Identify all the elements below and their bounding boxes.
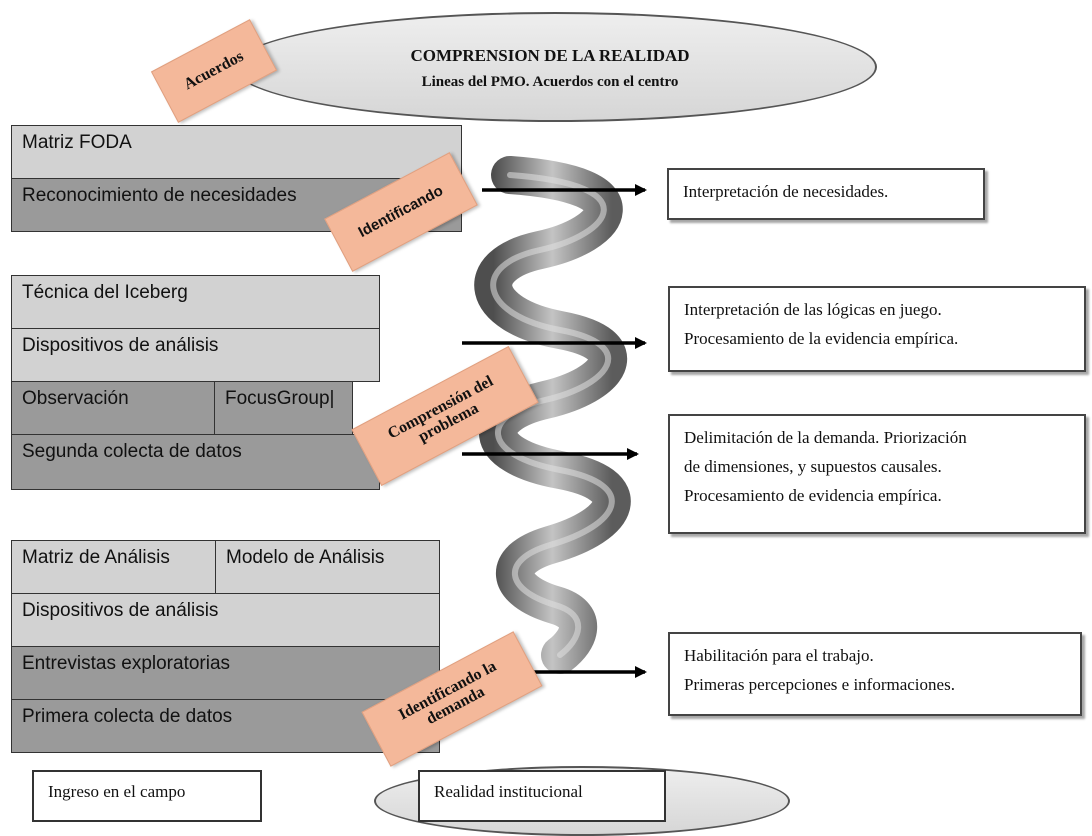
output-box-1: Interpretación de necesidades. — [667, 168, 985, 220]
box-ingreso-campo: Ingreso en el campo — [32, 770, 262, 822]
top-ellipse-title: COMPRENSION DE LA REALIDAD — [410, 46, 690, 65]
cell-matriz-foda: Matriz FODA — [11, 125, 462, 179]
top-ellipse — [233, 12, 877, 122]
output-2-line-1: Interpretación de las lógicas en juego. — [684, 300, 942, 319]
output-4-line-1: Habilitación para el trabajo. — [684, 646, 874, 665]
top-ellipse-subtitle: Lineas del PMO. Acuerdos con el centro — [421, 74, 679, 90]
cell-dispositivos-analisis-2: Dispositivos de análisis — [11, 328, 380, 382]
output-2-line-2: Procesamiento de la evidencia empírica. — [684, 328, 959, 348]
cell-primera-colecta: Primera colecta de datos — [11, 699, 440, 753]
cell-observacion: Observación — [11, 381, 215, 435]
output-3-line-1: Delimitación de la demanda. Priorización — [684, 428, 967, 447]
output-box-4: Habilitación para el trabajo. Primeras p… — [668, 632, 1082, 716]
cell-dispositivos-analisis-3: Dispositivos de análisis — [11, 593, 440, 647]
output-box-3: Delimitación de la demanda. Priorización… — [668, 414, 1086, 534]
cell-modelo-analisis: Modelo de Análisis — [215, 540, 440, 594]
cell-focus-group: FocusGroup| — [214, 381, 353, 435]
output-box-2: Interpretación de las lógicas en juego. … — [668, 286, 1086, 372]
output-3-line-2: de dimensiones, y supuestos causales. — [684, 456, 942, 476]
cell-matriz-analisis: Matriz de Análisis — [11, 540, 216, 594]
output-1-line-1: Interpretación de necesidades. — [683, 182, 889, 201]
output-3-line-3: Procesamiento de evidencia empírica. — [684, 485, 942, 505]
cell-entrevistas-exploratorias: Entrevistas exploratorias — [11, 646, 440, 700]
cell-tecnica-iceberg: Técnica del Iceberg — [11, 275, 380, 329]
box-realidad-institucional: Realidad institucional — [418, 770, 666, 822]
output-4-line-2: Primeras percepciones e informaciones. — [684, 674, 955, 694]
cell-segunda-colecta: Segunda colecta de datos — [11, 434, 380, 490]
